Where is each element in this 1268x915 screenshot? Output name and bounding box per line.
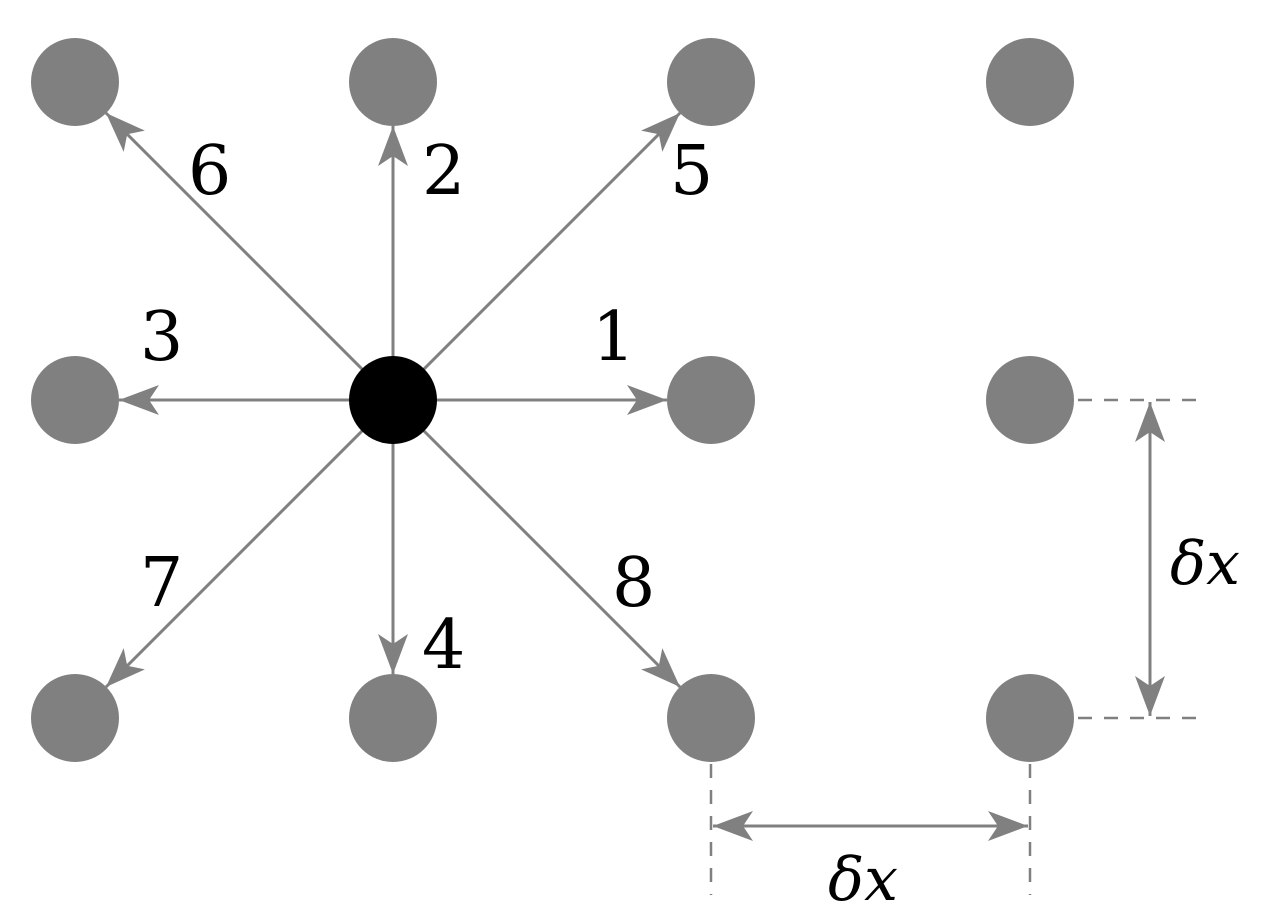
direction-label-4: 4 — [422, 606, 465, 685]
vertical-spacing-label: δx — [1170, 529, 1240, 599]
direction-label-6: 6 — [188, 132, 231, 211]
vertical-spacing-dimension: δx — [1078, 398, 1240, 720]
lattice-node — [31, 38, 119, 126]
arrow-direction-7 — [104, 398, 395, 689]
direction-label-2: 2 — [422, 132, 465, 211]
direction-label-5: 5 — [670, 132, 713, 211]
direction-label-3: 3 — [140, 298, 183, 377]
direction-label-1: 1 — [592, 298, 635, 377]
lattice-node — [31, 356, 119, 444]
lattice-node — [667, 674, 755, 762]
lattice-node — [667, 356, 755, 444]
center-node — [349, 356, 437, 444]
neighbor-nodes — [31, 38, 1074, 762]
lattice-node — [986, 356, 1074, 444]
direction-arrows — [104, 111, 682, 689]
horizontal-spacing-label: δx — [828, 845, 898, 915]
arrow-direction-5 — [391, 111, 682, 402]
lattice-node — [31, 674, 119, 762]
horizontal-spacing-dimension: δx — [709, 764, 1032, 915]
lattice-node — [349, 38, 437, 126]
lattice-node — [349, 674, 437, 762]
direction-labels: 1 2 3 4 5 6 7 8 — [140, 132, 713, 685]
lattice-node — [986, 38, 1074, 126]
lattice-node — [986, 674, 1074, 762]
direction-label-8: 8 — [612, 544, 655, 623]
arrow-direction-8 — [391, 398, 682, 689]
lattice-node — [667, 38, 755, 126]
direction-label-7: 7 — [140, 544, 183, 623]
arrow-direction-6 — [104, 111, 395, 402]
